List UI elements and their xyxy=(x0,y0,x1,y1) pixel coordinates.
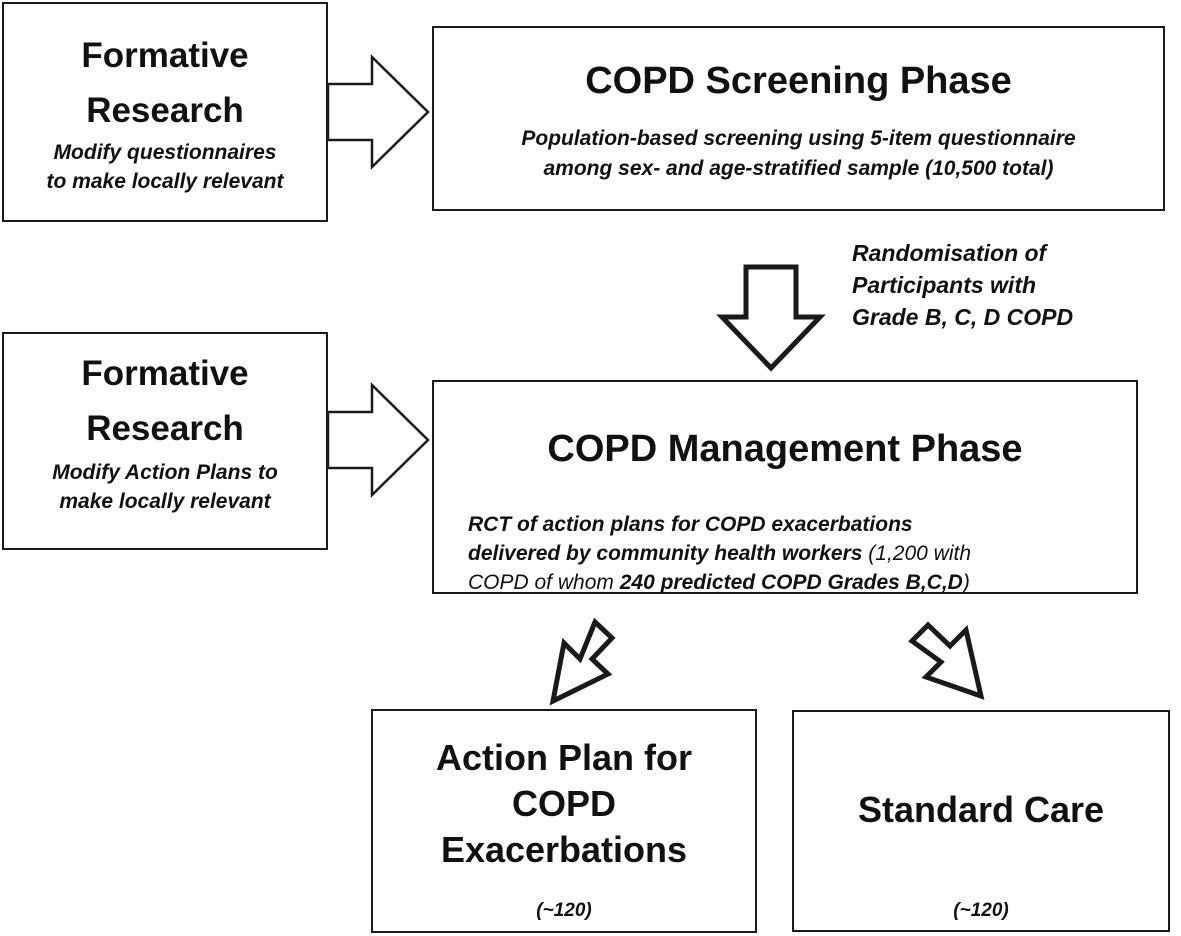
description-line: RCT of action plans for COPD exacerbatio… xyxy=(468,513,913,536)
management-phase-box: COPD Management Phase RCT of action plan… xyxy=(432,380,1138,594)
management-phase-description: RCT of action plans for COPD exacerbatio… xyxy=(468,510,1126,597)
note-line: Modify questionnaires xyxy=(53,141,277,164)
title-line: Research xyxy=(86,91,244,130)
randomisation-label: Randomisation of Participants with Grade… xyxy=(852,237,1132,333)
label-line: Participants with xyxy=(852,272,1037,298)
formative-research-box-1: Formative Research Modify questionnaires… xyxy=(2,2,328,222)
standard-care-title: Standard Care xyxy=(857,789,1105,830)
action-plan-title: Action Plan for COPD Exacerbations xyxy=(373,735,755,873)
label-line: Randomisation of xyxy=(852,240,1047,266)
title-line: Formative xyxy=(81,36,249,75)
arrow-diag-action-plan xyxy=(549,617,616,706)
title-line: COPD xyxy=(511,783,616,824)
management-phase-title: COPD Management Phase xyxy=(547,428,1023,470)
formative-research-box-2: Formative Research Modify Action Plans t… xyxy=(2,332,328,550)
note-line: make locally relevant xyxy=(59,490,271,513)
description-text: COPD of whom xyxy=(468,571,620,594)
description-text: (1,200 with xyxy=(862,542,972,565)
title-line: Formative xyxy=(81,354,249,393)
standard-care-count: (~120) xyxy=(953,900,1009,921)
action-plan-count: (~120) xyxy=(536,900,592,921)
formative-research-note-1: Modify questionnaires to make locally re… xyxy=(4,138,326,196)
screening-phase-description: Population-based screening using 5-item … xyxy=(434,124,1163,184)
formative-research-title-2: Formative Research xyxy=(4,346,326,456)
title-line: Research xyxy=(86,409,244,448)
description-bold-text: 240 predicted COPD Grades B,C,D xyxy=(619,571,963,594)
formative-research-title-1: Formative Research xyxy=(4,28,326,138)
arrow-right-formative-1 xyxy=(326,54,430,170)
note-line: to make locally relevant xyxy=(46,170,284,193)
arrow-diag-standard-care xyxy=(908,621,985,700)
standard-care-box: Standard Care (~120) xyxy=(792,710,1170,932)
arrow-right-formative-2 xyxy=(326,382,430,498)
screening-phase-box: COPD Screening Phase Population-based sc… xyxy=(432,26,1165,211)
description-bold-text: delivered by community health workers xyxy=(468,542,863,565)
label-line: Grade B, C, D COPD xyxy=(852,304,1074,330)
title-line: Exacerbations xyxy=(440,829,688,870)
description-text: ) xyxy=(962,571,970,594)
title-line: Action Plan for xyxy=(435,737,692,778)
note-line: Modify Action Plans to xyxy=(52,461,278,484)
description-line: Population-based screening using 5-item … xyxy=(521,127,1076,150)
screening-phase-title: COPD Screening Phase xyxy=(585,60,1012,102)
description-line: among sex- and age-stratified sample (10… xyxy=(543,157,1054,180)
formative-research-note-2: Modify Action Plans to make locally rele… xyxy=(4,458,326,516)
action-plan-box: Action Plan for COPD Exacerbations (~120… xyxy=(371,709,757,933)
arrow-down-randomisation xyxy=(716,264,826,372)
